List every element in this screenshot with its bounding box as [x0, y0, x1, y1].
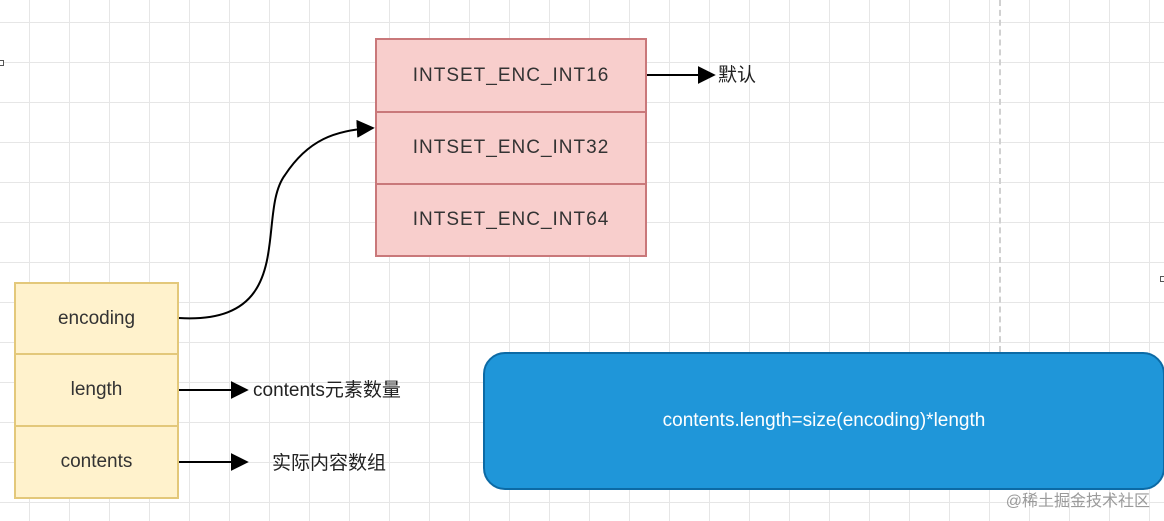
encoding-type-label: INTSET_ENC_INT16 — [412, 64, 610, 86]
field-contents[interactable]: contents — [14, 425, 179, 499]
field-length[interactable]: length — [14, 353, 179, 427]
field-label: length — [70, 379, 123, 400]
watermark: @稀土掘金技术社区 — [1005, 493, 1150, 510]
encoding-to-type-arrow — [178, 119, 375, 320]
contents-note: 实际内容数组 — [272, 453, 387, 474]
field-label: encoding — [57, 307, 136, 329]
encoding-type-int16[interactable]: INTSET_ENC_INT16 — [375, 38, 647, 113]
encoding-type-int64[interactable]: INTSET_ENC_INT64 — [375, 183, 647, 257]
formula-text: contents.length=size(encoding)*length — [662, 410, 986, 431]
encoding-type-label: INTSET_ENC_INT64 — [412, 209, 610, 230]
encoding-type-label: INTSET_ENC_INT32 — [412, 137, 610, 158]
field-label: contents — [60, 451, 133, 472]
selection-handle-icon — [1160, 276, 1164, 282]
selection-handle-icon — [0, 60, 4, 66]
dashed-guide-line — [999, 0, 1001, 352]
length-note: contents元素数量 — [253, 380, 401, 401]
field-encoding[interactable]: encoding — [14, 282, 179, 355]
formula-box[interactable]: contents.length=size(encoding)*length — [483, 352, 1164, 490]
default-note: 默认 — [718, 65, 757, 86]
